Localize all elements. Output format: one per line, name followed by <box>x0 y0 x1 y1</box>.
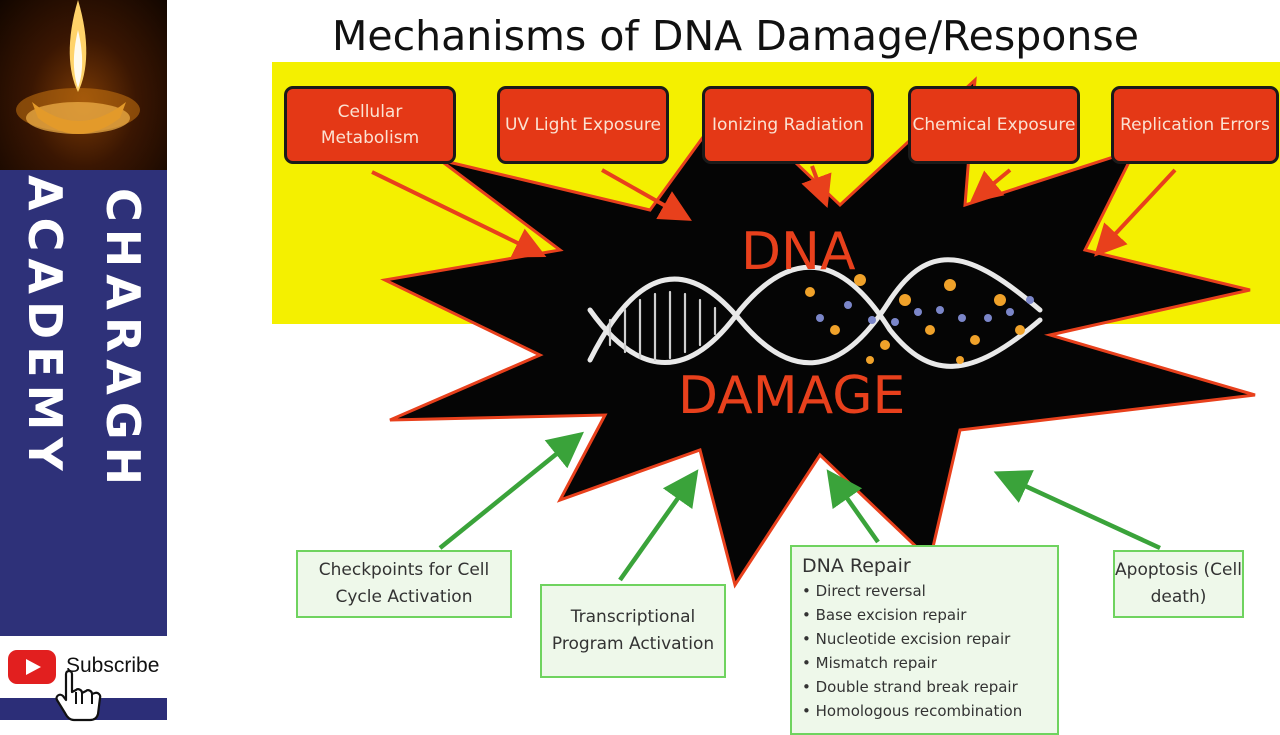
cause-arrow-3 <box>801 165 832 209</box>
cause-box-chemical-exposure: Chemical Exposure <box>908 86 1080 164</box>
response-arrow-2 <box>618 469 699 582</box>
hand-cursor-icon <box>55 670 102 722</box>
dna-repair-box: DNA Repair Direct reversal Base excision… <box>790 545 1059 735</box>
cause-box-ionizing-radiation: Ionizing Radiation <box>702 86 874 164</box>
repair-item: Base excision repair <box>802 603 1047 627</box>
dna-repair-title: DNA Repair <box>802 555 911 577</box>
dna-helix-icon <box>587 257 1043 369</box>
repair-item: Double strand break repair <box>802 675 1047 699</box>
cause-arrow-2 <box>601 168 692 221</box>
response-arrow-4 <box>993 470 1161 551</box>
channel-sidebar: CHARAGH ACADEMY Subscribe <box>0 0 167 722</box>
repair-item: Nucleotide excision repair <box>802 627 1047 651</box>
subscribe-label: Subscribe <box>66 654 160 677</box>
response-arrow-3 <box>826 469 880 544</box>
cause-box-cellular-metabolism: Cellular Metabolism <box>284 86 456 164</box>
youtube-play-icon <box>8 650 56 684</box>
cause-arrow-5 <box>1094 168 1177 257</box>
subscribe-button[interactable]: Subscribe <box>0 636 167 722</box>
repair-item: Homologous recombination <box>802 699 1047 723</box>
repair-item: Direct reversal <box>802 579 1047 603</box>
center-label-damage: DAMAGE <box>678 366 906 426</box>
response-box-checkpoints: Checkpoints for Cell Cycle Activation <box>296 550 512 618</box>
dna-damage-burst <box>371 76 1256 589</box>
cause-box-replication-errors: Replication Errors <box>1111 86 1279 164</box>
cause-arrow-4 <box>969 168 1012 204</box>
cause-arrow-1 <box>371 170 547 258</box>
candle-flame-icon <box>16 0 140 134</box>
channel-brand-panel <box>0 170 167 640</box>
dna-repair-list: Direct reversal Base excision repair Nuc… <box>802 579 1047 723</box>
slide-title: Mechanisms of DNA Damage/Response <box>332 12 1139 60</box>
candle-logo <box>0 0 167 170</box>
cause-box-uv-light: UV Light Exposure <box>497 86 669 164</box>
response-box-transcriptional: Transcriptional Program Activation <box>540 584 726 678</box>
response-arrow-1 <box>438 431 585 550</box>
response-box-apoptosis: Apoptosis (Cell death) <box>1113 550 1244 618</box>
repair-item: Mismatch repair <box>802 651 1047 675</box>
center-label-dna: DNA <box>741 222 856 282</box>
